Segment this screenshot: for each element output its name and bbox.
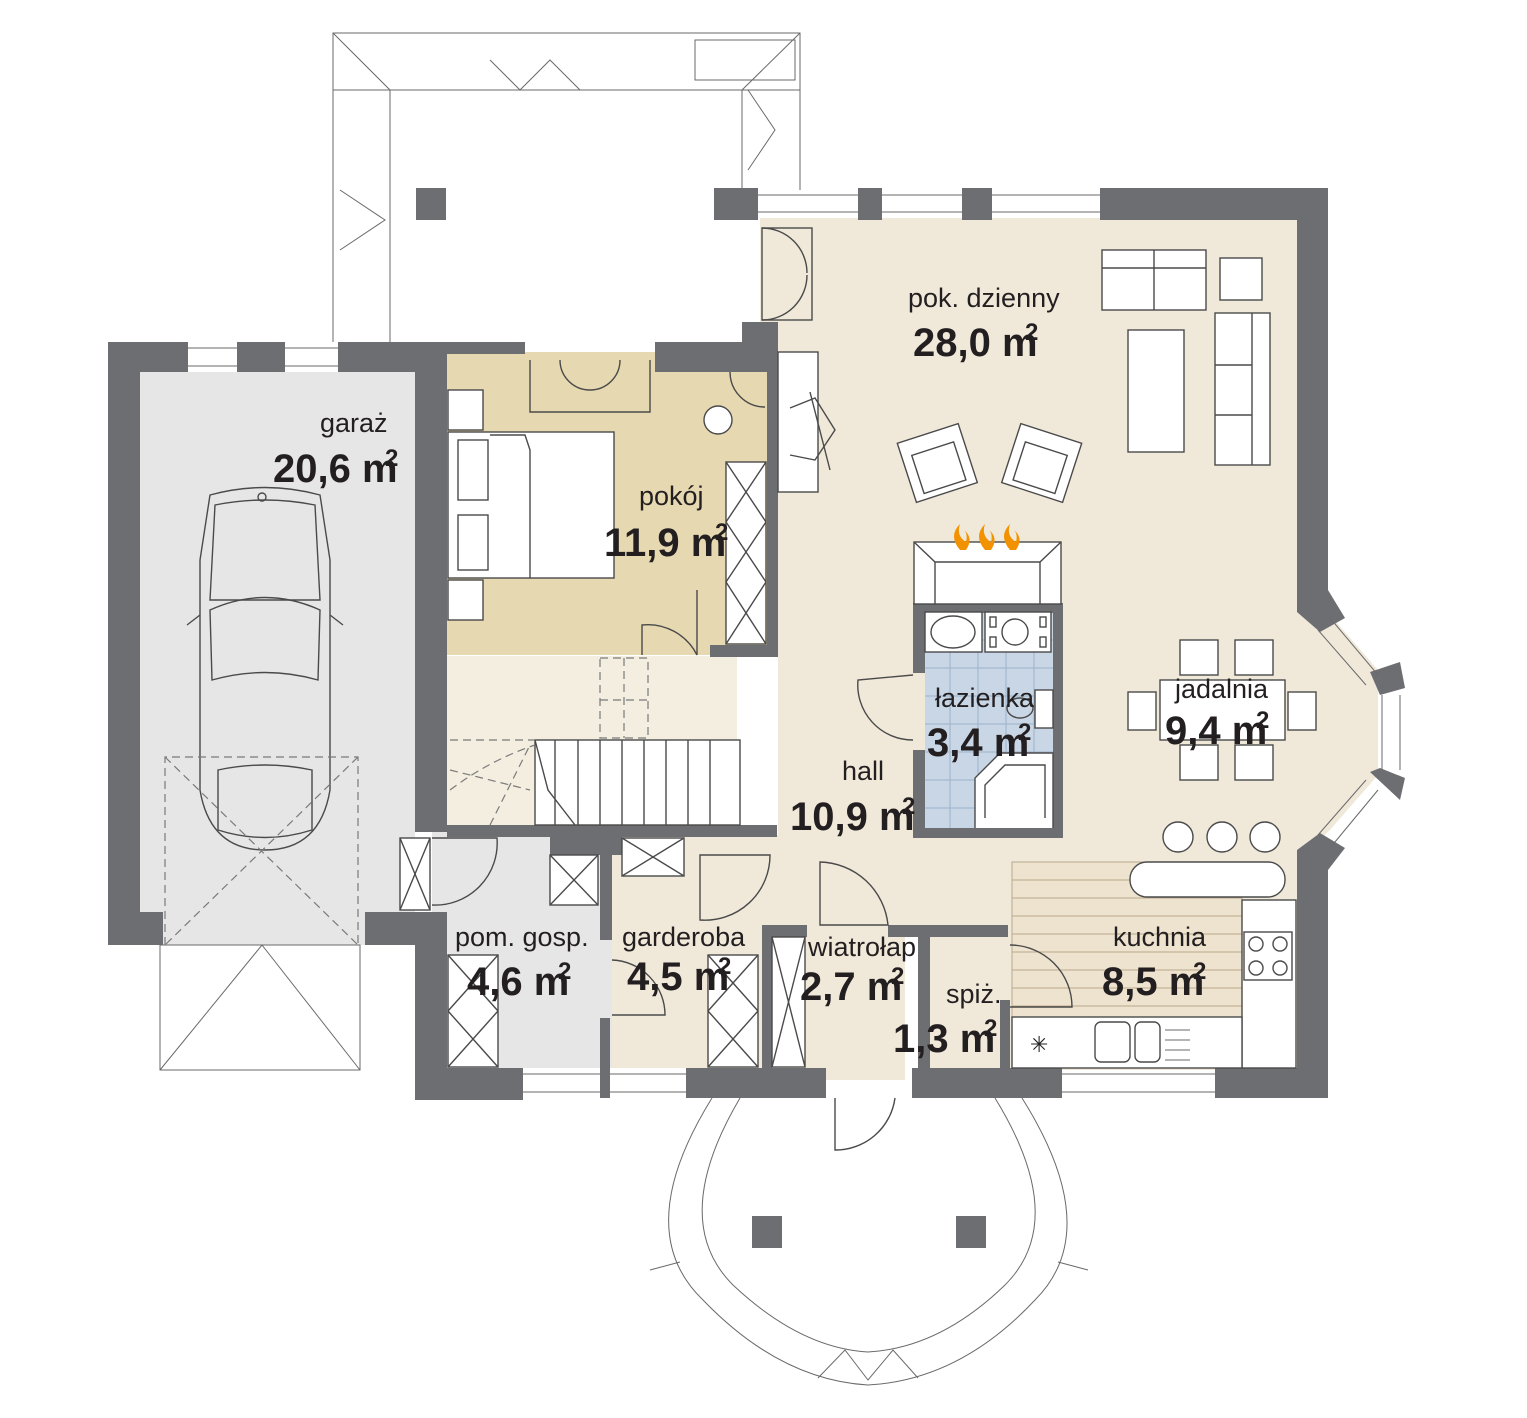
area-superscript: 2 (1193, 958, 1206, 985)
room-label-lazienka: łazienka 3,4 m 2 (927, 683, 1035, 765)
room-area: 4,5 m (627, 955, 729, 999)
room-label-pok-dzienny: pok. dzienny 28,0 m 2 (908, 283, 1060, 365)
room-name: łazienka (935, 683, 1035, 713)
windows (188, 194, 1401, 1093)
garage-door (159, 756, 361, 1071)
room-label-jadalnia: jadalnia 9,4 m 2 (1165, 674, 1269, 753)
fridge-icon: ✳ (1030, 1033, 1048, 1058)
area-superscript: 2 (1018, 719, 1031, 746)
area-superscript: 2 (558, 958, 571, 985)
room-area: 10,9 m (790, 795, 915, 839)
room-label-pom-gosp: pom. gosp. 4,6 m 2 (455, 922, 589, 1004)
room-area: 28,0 m (913, 321, 1038, 365)
pillar (956, 1216, 986, 1248)
porch (649, 1097, 1089, 1386)
area-superscript: 2 (715, 519, 728, 546)
room-name: garderoba (622, 922, 746, 952)
kitchen-furniture: ✳ (1009, 821, 1297, 1069)
room-area: 9,4 m (1165, 709, 1267, 753)
pergola-top (332, 32, 801, 91)
garage-floor (140, 372, 415, 945)
pillar (416, 188, 446, 220)
room-name: spiż. (946, 979, 1002, 1009)
flame-icon (954, 524, 970, 550)
room-area: 11,9 m (604, 521, 726, 565)
room-name: wiatrołap (807, 932, 916, 962)
pillar (752, 1216, 782, 1248)
bedroom-furniture (447, 359, 767, 656)
room-area: 8,5 m (1102, 960, 1204, 1004)
room-label-pokoj: pokój 11,9 m 2 (604, 481, 728, 565)
room-name: pom. gosp. (455, 922, 589, 952)
room-area: 1,3 m (893, 1017, 995, 1061)
flame-icon (1004, 524, 1020, 550)
room-name: pok. dzienny (908, 283, 1060, 313)
room-area: 2,7 m (800, 965, 902, 1009)
room-label-garaz: garaż 20,6 m 2 (273, 408, 398, 491)
terrace (332, 32, 801, 342)
room-label-hall: hall 10,9 m 2 (790, 756, 915, 839)
stairs (449, 657, 741, 826)
area-superscript: 2 (902, 793, 915, 820)
area-superscript: 2 (984, 1015, 997, 1042)
room-name: pokój (639, 481, 704, 511)
room-name: jadalnia (1174, 674, 1269, 704)
dining-furniture (1127, 639, 1317, 781)
living-furniture (761, 227, 1271, 605)
room-label-kuchnia: kuchnia 8,5 m 2 (1102, 922, 1207, 1004)
area-superscript: 2 (891, 963, 904, 990)
room-label-wiatrolap: wiatrołap 2,7 m 2 (800, 932, 916, 1009)
bathroom-fixtures (857, 611, 1054, 828)
area-superscript: 2 (385, 445, 398, 472)
walls (108, 188, 1405, 1100)
room-labels: garaż 20,6 m 2 pokój 11,9 m 2 pok. dzien… (273, 283, 1269, 1061)
room-name: kuchnia (1113, 922, 1207, 952)
room-area: 20,6 m (273, 447, 398, 491)
area-superscript: 2 (1025, 319, 1038, 346)
room-area: 4,6 m (467, 960, 569, 1004)
flame-icon (979, 524, 995, 550)
room-name: garaż (320, 408, 388, 438)
utility-fixtures (399, 837, 896, 1151)
area-superscript: 2 (718, 953, 731, 980)
room-label-spiz: spiż. 1,3 m 2 (893, 979, 1002, 1061)
area-superscript: 2 (1256, 707, 1269, 734)
room-name: hall (842, 756, 884, 786)
room-area: 3,4 m (927, 721, 1029, 765)
room-label-garderoba: garderoba 4,5 m 2 (622, 922, 746, 999)
car (186, 486, 344, 851)
